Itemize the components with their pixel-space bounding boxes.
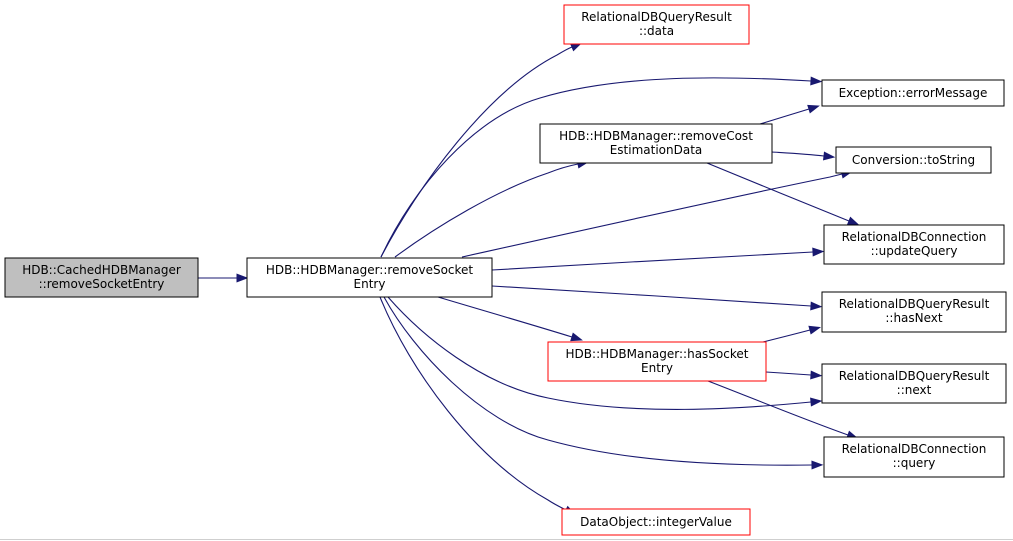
node-box: [4, 257, 199, 298]
arrowhead-icon: [808, 325, 822, 335]
node-label-line1: RelationalDBConnection: [842, 442, 987, 456]
node-label-line1: HDB::HDBManager::hasSocket: [566, 347, 749, 361]
bottom-divider: [0, 539, 1013, 540]
node-label-line1: DataObject::integerValue: [580, 515, 732, 529]
node-box: [563, 4, 750, 45]
edge-remove-socket-entry-to-data-object-integer-value: [379, 296, 577, 516]
arrowhead-icon: [810, 397, 823, 407]
node-label-line1: RelationalDBConnection: [842, 230, 987, 244]
node-box: [821, 79, 1005, 107]
arrowhead-icon: [810, 370, 823, 380]
node-label-line1: RelationalDBQueryResult: [839, 369, 990, 383]
node-box: [539, 123, 773, 164]
arrowhead-icon: [812, 247, 825, 257]
arrowhead-icon: [810, 301, 823, 311]
node-exception-error-message[interactable]: Exception::errorMessage: [821, 79, 1005, 107]
node-label-line1: Exception::errorMessage: [839, 86, 988, 100]
node-label-line2: Entry: [354, 277, 386, 291]
node-has-socket-entry[interactable]: HDB::HDBManager::hasSocket Entry: [547, 341, 767, 382]
arrowhead-icon: [236, 273, 249, 283]
arrowhead-icon: [811, 460, 824, 470]
node-label-line2: ::next: [897, 383, 932, 397]
edge-line: [380, 46, 573, 258]
edge-line: [394, 163, 579, 258]
node-rdbqr-has-next[interactable]: RelationalDBQueryResult ::hasNext: [821, 291, 1007, 333]
node-rdbc-update-query[interactable]: RelationalDBConnection ::updateQuery: [823, 224, 1005, 265]
node-box: [547, 341, 767, 382]
node-label-line2: ::data: [639, 24, 674, 38]
node-box: [561, 508, 751, 536]
node-rdbqr-data[interactable]: RelationalDBQueryResult ::data: [563, 4, 750, 45]
edge-remove-socket-entry-to-rdbc-update-query: [491, 247, 825, 271]
edge-remove-socket-entry-to-remove-cost-estimation-data: [394, 159, 590, 258]
node-rdbqr-next[interactable]: RelationalDBQueryResult ::next: [821, 363, 1007, 404]
edge-remove-cost-estimation-data-to-exception-error-message: [759, 104, 820, 125]
arrowhead-icon: [822, 151, 836, 161]
node-box: [823, 224, 1005, 265]
edge-line: [437, 296, 573, 338]
edge-line: [491, 285, 812, 307]
edge-remove-socket-entry-to-exception-error-message: [380, 76, 823, 258]
edge-line: [765, 371, 812, 376]
edge-line: [383, 296, 813, 466]
edge-remove-socket-entry-to-rdbc-query: [383, 296, 824, 470]
edge-line: [380, 77, 812, 258]
node-label-line1: RelationalDBQueryResult: [839, 297, 990, 311]
node-label-line1: HDB::HDBManager::removeSocket: [266, 263, 474, 277]
edge-has-socket-entry-to-rdbqr-has-next: [762, 325, 822, 343]
node-remove-socket-entry[interactable]: HDB::HDBManager::removeSocket Entry: [246, 257, 493, 298]
node-cached-remove-socket-entry[interactable]: HDB::CachedHDBManager ::removeSocketEntr…: [4, 257, 199, 298]
node-remove-cost-estimation-data[interactable]: HDB::HDBManager::removeCost EstimationDa…: [539, 123, 773, 164]
edge-remove-socket-entry-to-has-socket-entry: [437, 296, 583, 342]
node-label-line2: ::query: [893, 456, 936, 470]
node-label-line2: ::hasNext: [885, 311, 943, 325]
node-label-line1: HDB::CachedHDBManager: [22, 263, 181, 277]
edge-line: [387, 296, 812, 410]
edge-line: [762, 329, 811, 343]
edge-remove-socket-entry-to-rdbqr-next: [387, 296, 823, 410]
edge-line: [771, 151, 825, 157]
node-label-line1: HDB::HDBManager::removeCost: [559, 129, 753, 143]
node-box: [246, 257, 493, 298]
edge-remove-socket-entry-to-rdbqr-has-next: [491, 285, 823, 311]
edge-cached-remove-socket-entry-to-remove-socket-entry: [198, 273, 249, 283]
edge-line: [379, 296, 567, 511]
edge-remove-socket-entry-to-rdbqr-data: [380, 42, 583, 258]
node-label-line2: ::removeSocketEntry: [39, 277, 165, 291]
node-rdbc-query[interactable]: RelationalDBConnection ::query: [823, 436, 1005, 478]
arrowhead-icon: [810, 76, 823, 86]
node-label-line2: Entry: [641, 361, 673, 375]
edge-line: [706, 162, 850, 222]
arrowhead-icon: [807, 104, 820, 114]
node-label-line2: EstimationData: [610, 143, 703, 157]
node-box: [835, 146, 992, 174]
edge-line: [461, 173, 843, 258]
edge-line: [491, 251, 814, 271]
arrowhead-icon: [570, 332, 583, 342]
node-box: [821, 363, 1007, 404]
node-box: [821, 291, 1007, 333]
node-conversion-to-string[interactable]: Conversion::toString: [835, 146, 992, 174]
edge-line: [759, 108, 810, 125]
edge-line: [707, 380, 849, 436]
edge-remove-cost-estimation-data-to-conversion-to-string: [771, 151, 836, 161]
node-box: [823, 436, 1005, 478]
node-label-line1: Conversion::toString: [852, 153, 975, 167]
arrowhead-icon: [846, 216, 860, 226]
node-label-line2: ::updateQuery: [871, 244, 958, 258]
edge-has-socket-entry-to-rdbqr-next: [765, 370, 823, 380]
node-data-object-integer-value[interactable]: DataObject::integerValue: [561, 508, 751, 536]
node-label-line1: RelationalDBQueryResult: [581, 10, 732, 24]
